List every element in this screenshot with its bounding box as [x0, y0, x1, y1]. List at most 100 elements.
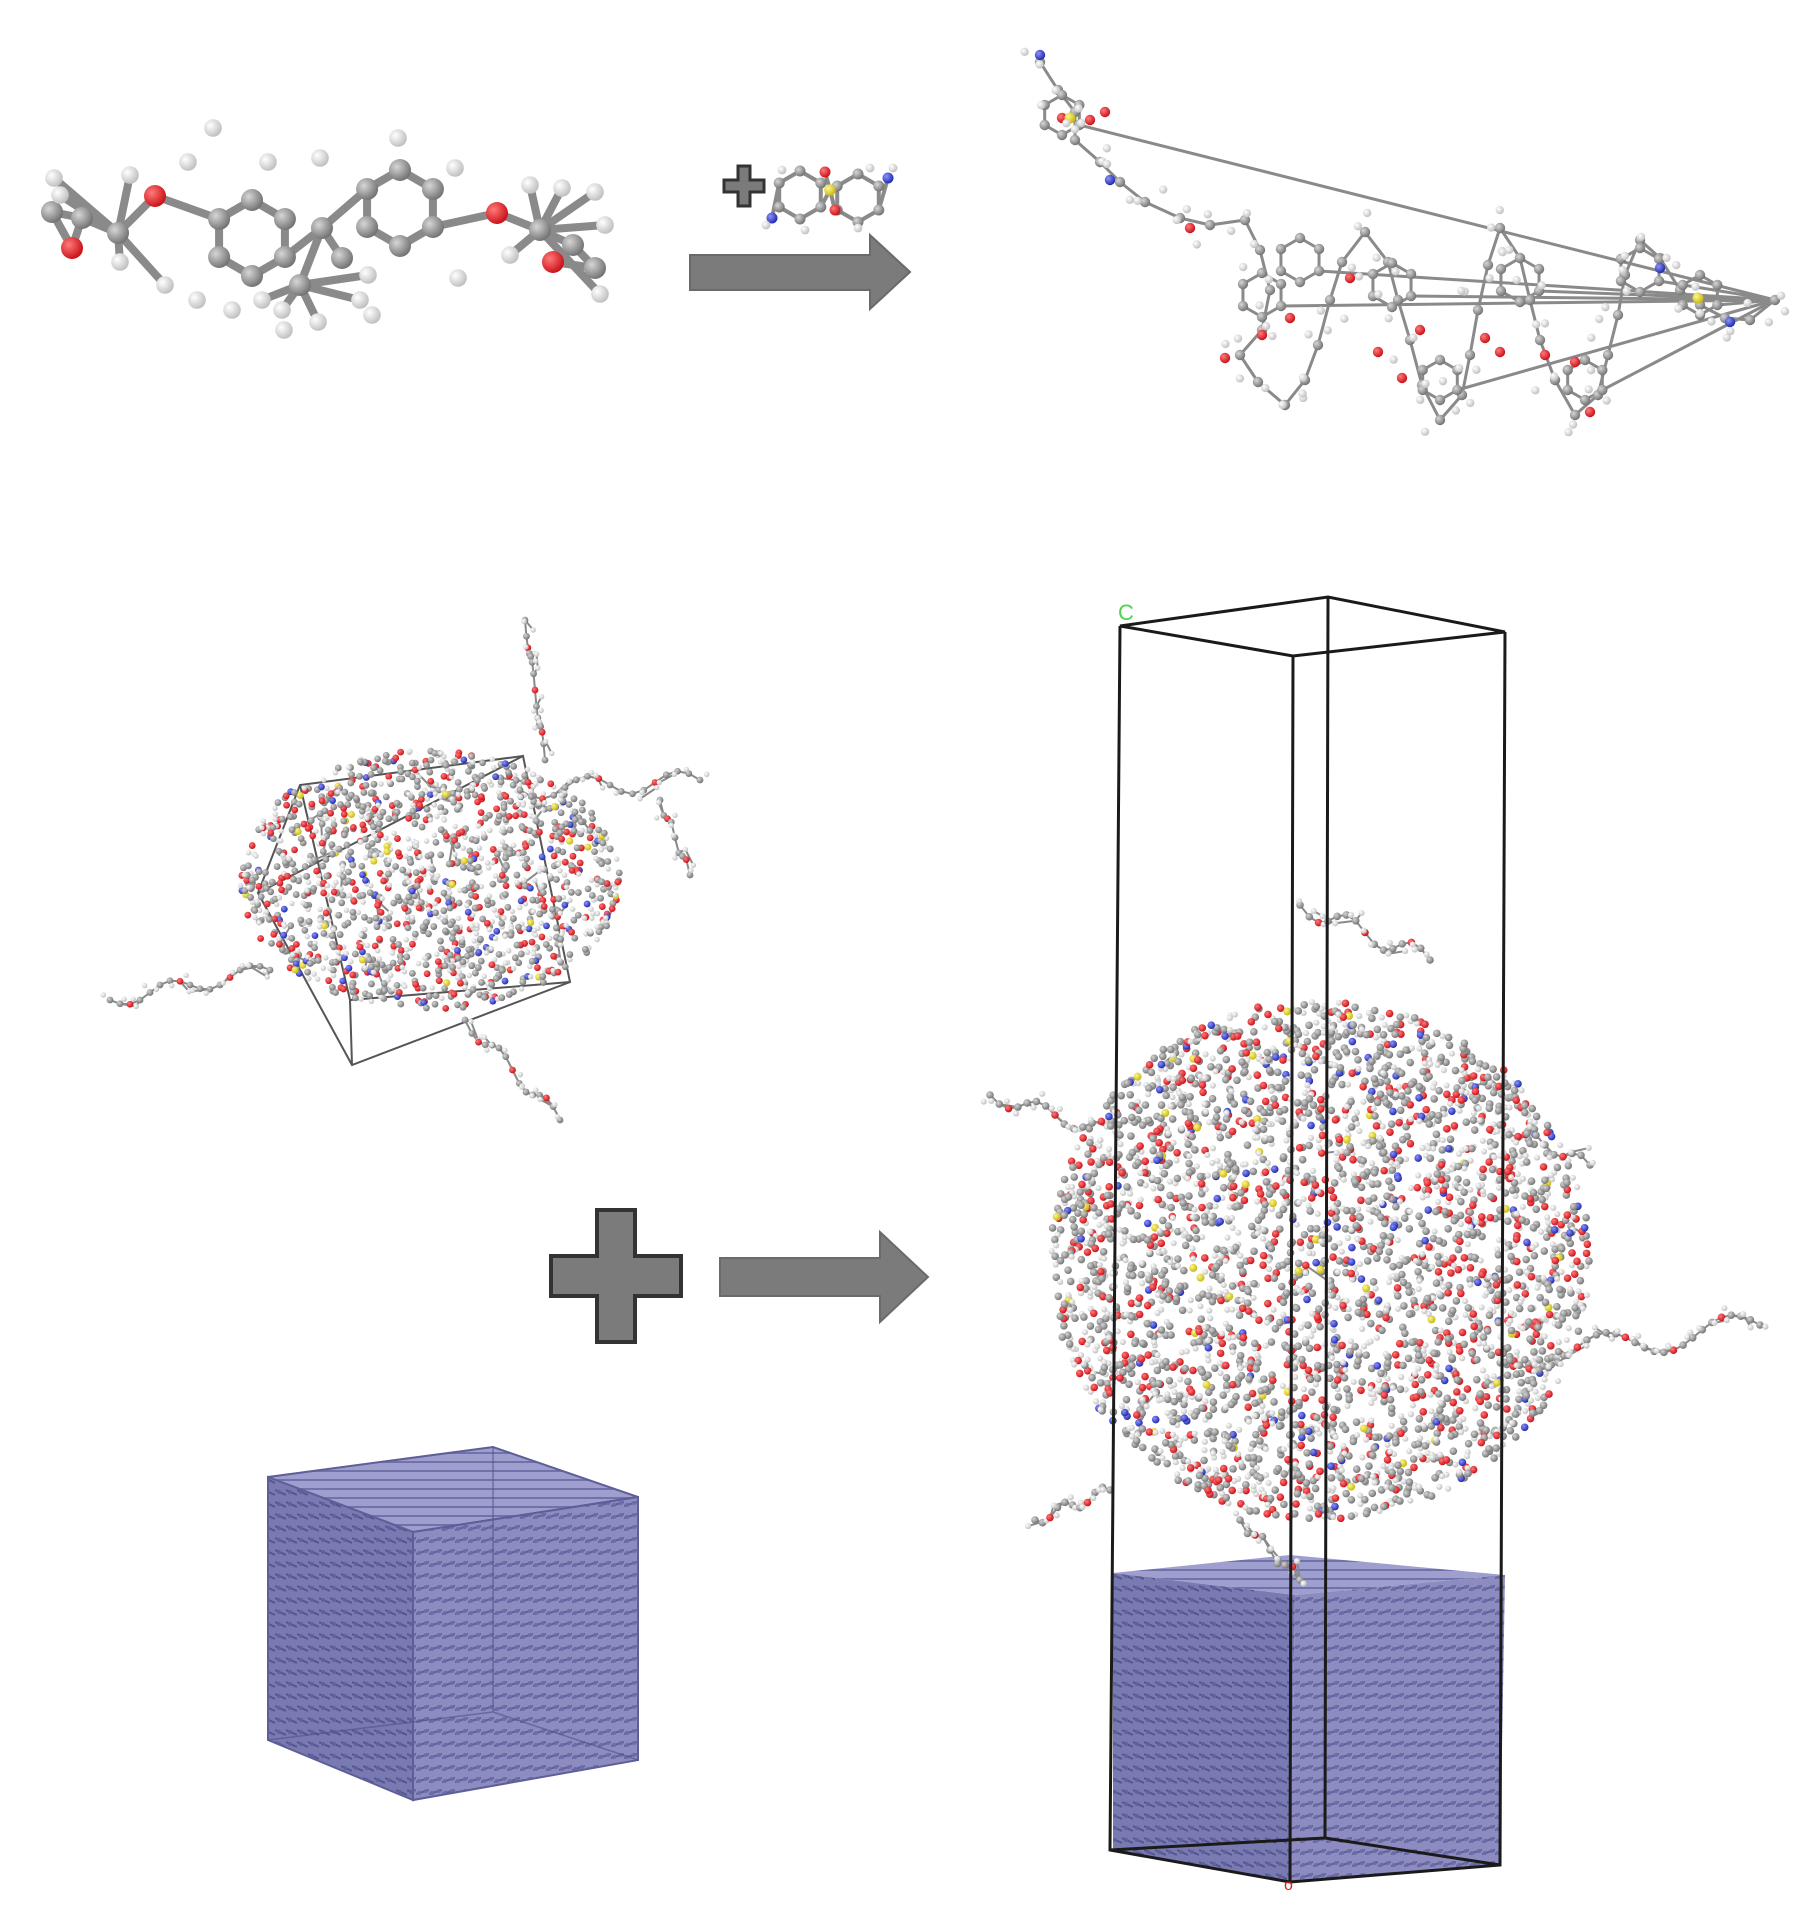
atom	[612, 892, 618, 898]
atom	[1332, 1304, 1339, 1311]
atom	[1416, 1045, 1423, 1052]
atom	[1216, 1484, 1225, 1492]
atom	[1235, 1229, 1242, 1236]
atom	[1242, 1048, 1250, 1057]
atom	[464, 902, 470, 909]
atom	[1460, 1340, 1469, 1349]
atom	[1237, 278, 1249, 290]
atom	[1347, 1495, 1356, 1504]
atom	[1412, 1393, 1421, 1401]
atom	[1371, 1433, 1380, 1442]
atom	[306, 960, 314, 967]
atom	[815, 177, 827, 189]
atom	[1298, 1433, 1306, 1442]
atom	[1264, 1010, 1272, 1019]
atom	[568, 928, 575, 936]
atom	[574, 889, 582, 896]
atom	[1066, 1277, 1075, 1286]
atom	[1298, 1155, 1307, 1164]
atom	[1260, 1206, 1269, 1215]
atom	[381, 757, 389, 765]
atom	[1373, 1334, 1380, 1341]
atom	[1264, 284, 1276, 296]
atom	[1060, 1321, 1068, 1330]
atom	[606, 845, 614, 853]
atom	[538, 728, 546, 736]
atom	[1356, 1128, 1363, 1135]
atom	[1171, 1389, 1178, 1396]
atom	[481, 1041, 489, 1049]
atom	[419, 923, 427, 931]
atom	[1363, 1257, 1372, 1265]
atom	[1377, 1369, 1385, 1378]
atom	[1404, 1087, 1412, 1095]
atom	[579, 827, 585, 834]
atom	[468, 865, 476, 872]
atom	[1048, 1224, 1057, 1232]
atom	[1148, 1454, 1156, 1462]
atom	[1549, 372, 1559, 381]
atom	[405, 836, 411, 842]
atom	[1339, 1301, 1347, 1310]
atom	[1530, 1348, 1538, 1356]
atom	[397, 947, 405, 954]
atom	[1409, 333, 1418, 342]
atom	[1197, 1315, 1206, 1323]
atom	[1340, 1176, 1347, 1183]
atom	[144, 185, 166, 207]
atom	[505, 769, 512, 776]
atom	[800, 225, 810, 235]
atom	[348, 959, 354, 965]
atom	[1618, 265, 1627, 275]
atom	[1201, 1438, 1208, 1445]
atom	[441, 962, 449, 969]
atom	[196, 985, 204, 993]
atom	[1382, 1155, 1390, 1164]
atom	[515, 959, 523, 967]
atom	[1370, 1390, 1377, 1398]
atom	[331, 247, 353, 269]
atom	[555, 895, 563, 903]
atom	[368, 980, 375, 988]
atom	[1274, 1068, 1282, 1077]
atom	[310, 856, 318, 864]
atom	[1169, 1417, 1177, 1426]
atom	[421, 178, 444, 200]
atom	[1349, 1214, 1357, 1223]
atom	[1127, 1190, 1134, 1197]
atom	[1270, 1165, 1279, 1173]
atom	[291, 789, 298, 797]
atom	[1405, 268, 1417, 280]
atom	[655, 799, 662, 806]
atom	[1443, 1329, 1451, 1337]
atom	[229, 969, 236, 975]
atom	[1564, 1161, 1573, 1170]
atom	[1150, 1185, 1157, 1192]
atom	[1219, 1183, 1228, 1192]
atom	[292, 891, 300, 898]
atom	[1228, 1486, 1237, 1495]
atom	[1406, 1058, 1415, 1067]
atom	[501, 977, 509, 985]
atom	[297, 835, 305, 843]
atom	[288, 934, 296, 942]
atom	[1466, 1276, 1474, 1284]
atom	[1468, 1144, 1476, 1153]
atom	[536, 828, 543, 836]
atom	[1450, 1216, 1459, 1225]
atom	[1294, 276, 1306, 288]
atom	[330, 803, 338, 811]
atom	[427, 817, 434, 823]
atom	[1672, 260, 1681, 270]
atom	[524, 766, 531, 773]
atom	[1383, 1306, 1390, 1313]
atom	[493, 805, 501, 813]
atom	[538, 707, 544, 714]
atom	[413, 882, 421, 890]
atom	[1105, 1334, 1112, 1341]
atom	[1154, 1352, 1161, 1359]
atom	[378, 781, 384, 787]
atom	[1205, 1292, 1213, 1300]
atom	[1101, 1359, 1108, 1366]
atom	[1201, 1074, 1208, 1082]
